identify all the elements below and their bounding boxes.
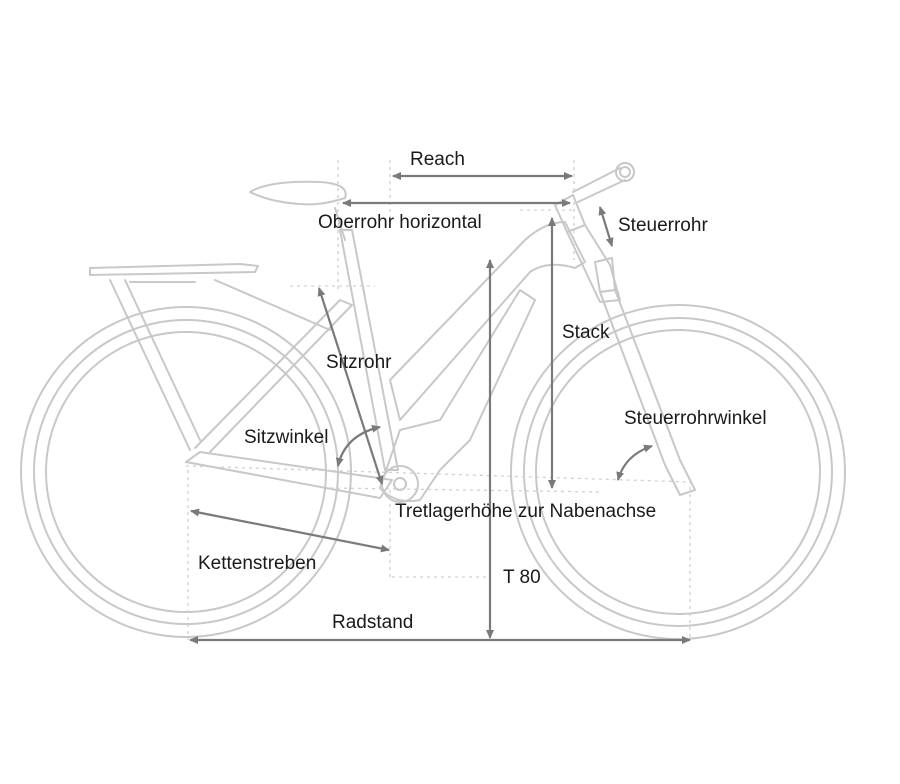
head-tube-arrow [598,206,614,247]
label-seat-tube: Sitzrohr [326,352,392,373]
label-seat-angle: Sitzwinkel [244,427,328,448]
label-head-tube: Steuerrohr [618,215,708,236]
front-wheel [510,304,846,640]
head-angle-arc [616,444,653,481]
chainstay-arrow [190,508,390,553]
label-standover: T 80 [503,567,541,588]
label-top-tube: Oberrohr horizontal [318,212,482,233]
label-head-angle: Steuerrohrwinkel [624,408,767,429]
label-stack: Stack [562,322,610,343]
label-wheelbase: Radstand [332,612,413,633]
label-reach: Reach [410,149,465,170]
label-bb-drop: Tretlagerhöhe zur Nabenachse [395,501,656,522]
seat-angle-arc [335,424,381,467]
label-chainstays: Kettenstreben [198,553,316,574]
dimension-arrows [189,172,691,644]
guide-lines [185,160,691,640]
